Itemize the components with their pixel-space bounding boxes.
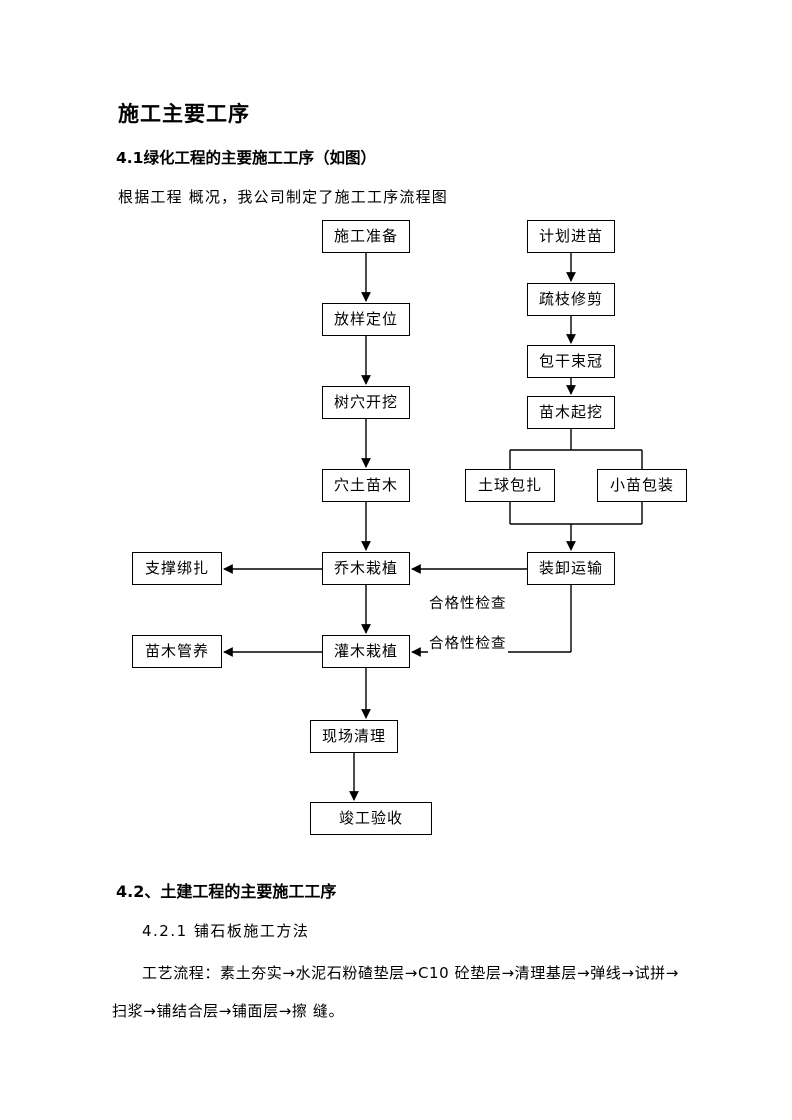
flow-node-shuzhi-xiujian[interactable]: 疏枝修剪 [527, 283, 615, 316]
page-title: 施工主要工序 [118, 102, 250, 126]
section-heading-4-1: 4.1绿化工程的主要施工工序（如图） [116, 149, 376, 167]
flow-node-miaomu-qiwa[interactable]: 苗木起挖 [527, 396, 615, 429]
flow-node-guanmu-zaizhi[interactable]: 灌木栽植 [322, 635, 410, 668]
edge-label-qualification-check-1: 合格性检查 [428, 592, 508, 613]
flow-node-tuqiu-baoza[interactable]: 土球包扎 [465, 469, 555, 502]
flow-node-shigong-zhunbei[interactable]: 施工准备 [322, 220, 410, 253]
flow-node-jungong-yanshou[interactable]: 竣工验收 [310, 802, 432, 835]
intro-paragraph: 根据工程 概况，我公司制定了施工工序流程图 [118, 188, 448, 206]
subsection-heading-4-2-1: 4.2.1 铺石板施工方法 [142, 922, 310, 940]
process-flow-text-line-2: 扫浆→铺结合层→铺面层→擦 缝。 [112, 1002, 345, 1020]
edge-label-qualification-check-2: 合格性检查 [428, 632, 508, 653]
flow-node-xuetu-miaomu[interactable]: 穴土苗木 [322, 469, 410, 502]
flow-node-xianchang-qingli[interactable]: 现场清理 [310, 720, 398, 753]
flow-node-miaomu-guanyang[interactable]: 苗木管养 [132, 635, 222, 668]
flow-node-baogan-shuguan[interactable]: 包干束冠 [527, 345, 615, 378]
flow-node-zhuangxie-yunshu[interactable]: 装卸运输 [527, 552, 615, 585]
flow-node-shuxue-kaiwa[interactable]: 树穴开挖 [322, 386, 410, 419]
flow-node-jihua-jinmiao[interactable]: 计划进苗 [527, 220, 615, 253]
flow-node-zhicheng-bangza[interactable]: 支撑绑扎 [132, 552, 222, 585]
flow-node-xiaomiao-baozhuang[interactable]: 小苗包装 [597, 469, 687, 502]
flow-node-fangyang-dingwei[interactable]: 放样定位 [322, 303, 410, 336]
process-flow-text-line-1: 工艺流程：素土夯实→水泥石粉碴垫层→C10 砼垫层→清理基层→弹线→试拼→ [142, 964, 679, 982]
section-heading-4-2: 4.2、土建工程的主要施工工序 [116, 882, 337, 901]
flow-node-qiaomu-zaizhi[interactable]: 乔木栽植 [322, 552, 410, 585]
